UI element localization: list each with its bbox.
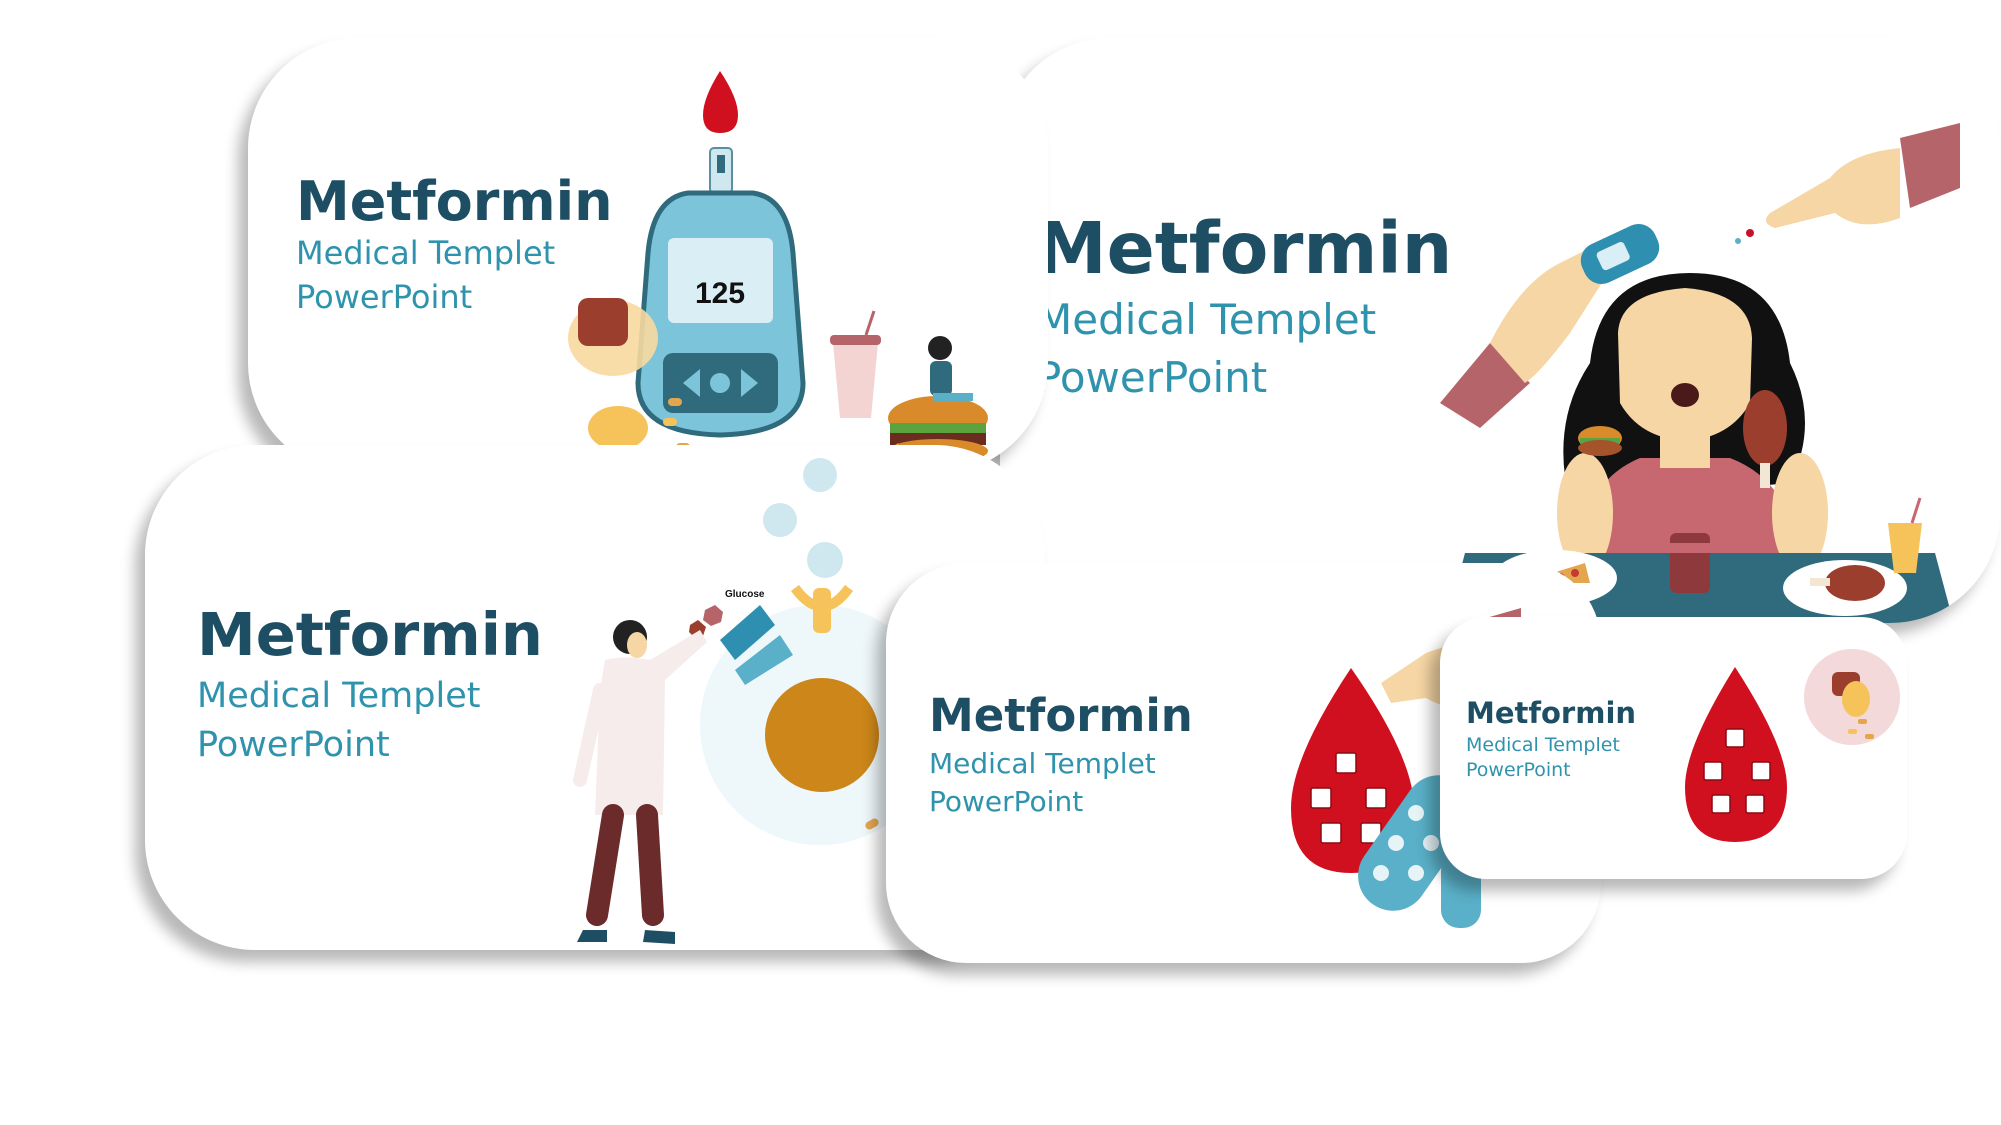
slide-subtitle-line-1: Medical Templet [296,234,556,272]
lab-scientist-icon [573,620,707,944]
slide-thumbnail-1[interactable]: Metformin Medical Templet PowerPoint 125 [248,38,1048,473]
slide-subtitle-line-2: PowerPoint [1036,353,1268,402]
blood-drop-icon [1685,667,1787,842]
slide-subtitle-line-1: Medical Templet [1466,734,1620,756]
woman-eating-illustration [1440,123,1960,623]
slide-title: Metformin [929,689,1193,742]
slide-subtitle-line-2: PowerPoint [929,785,1084,818]
sugar-cube-icon [1703,728,1771,814]
blood-drop-icon [703,71,738,133]
slide-subtitle-line-2: PowerPoint [1466,759,1571,781]
scientist-cell-scene: Glucose [573,458,940,944]
pill-bottle-icon [1832,672,1874,739]
slide-subtitle-line-1: Medical Templet [197,676,481,716]
slide-title: Metformin [1036,207,1453,290]
glucose-label: Glucose [725,589,765,600]
slide-title: Metformin [197,600,543,669]
slide-subtitle-line-1: Medical Templet [929,747,1156,780]
slide-subtitle-line-2: PowerPoint [197,725,390,765]
slide-thumbnail-5[interactable]: Metformin Medical Templet PowerPoint [1440,617,1907,879]
slide-title: Metformin [1466,696,1637,730]
glucometer-scene: 125 [568,71,988,473]
blood-drop-bottle-scene [1685,649,1900,842]
slide-subtitle-line-1: Medical Templet [1036,295,1377,344]
slide-thumbnail-2[interactable]: Metformin Medical Templet PowerPoint [1000,38,2000,623]
slide-title: Metformin [296,170,613,233]
slide-subtitle-line-2: PowerPoint [296,278,473,316]
glucometer-reading: 125 [695,277,745,310]
